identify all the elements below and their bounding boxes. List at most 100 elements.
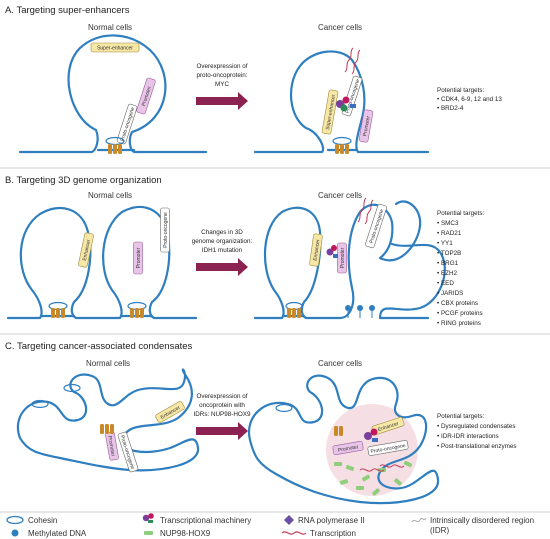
- section-a-arrow: Overexpression of proto-oncoprotein: MYC: [196, 63, 248, 110]
- cancer-super-enhancer-box: Super-enhancer: [321, 89, 339, 135]
- svg-text:• YY1: • YY1: [437, 240, 453, 247]
- section-a-cancer-label: Cancer cells: [318, 23, 362, 32]
- legend-cohesin: Cohesin: [6, 515, 57, 525]
- svg-text:oncoprotein with: oncoprotein with: [199, 402, 245, 409]
- svg-text:• Dysregulated condensates: • Dysregulated condensates: [437, 423, 516, 430]
- transcription-icon: [281, 531, 307, 535]
- svg-text:• PCGF proteins: • PCGF proteins: [437, 310, 483, 317]
- legend-idr: Intrinsically disordered region (IDR): [411, 516, 534, 535]
- section-a-targets: Potential targets: • CDK4, 6-9, 12 and 1…: [437, 87, 502, 112]
- section-c-cancer-chromatin: Enhancer Promoter Proto-oncogene: [247, 374, 440, 505]
- promoter-box: Promoter: [136, 77, 156, 115]
- svg-text:Promoter: Promoter: [136, 247, 142, 268]
- methylated-dna-marks: [345, 305, 375, 318]
- normal-promoter-box-c: Promoter: [105, 431, 119, 461]
- cancer-proto-oncogene-box-b: Proto-oncogene: [365, 203, 387, 249]
- svg-text:Transcription: Transcription: [310, 529, 356, 538]
- svg-text:Cohesin: Cohesin: [28, 516, 57, 525]
- cancer-promoter-box-c: Promoter: [332, 440, 364, 456]
- svg-text:MYC: MYC: [215, 81, 229, 88]
- normal-enhancer-box-c: Enhancer: [155, 401, 185, 423]
- svg-text:Promoter: Promoter: [106, 436, 116, 458]
- svg-text:• EZH2: • EZH2: [437, 270, 458, 277]
- nup98-hox9-proteins: [334, 460, 413, 496]
- section-c-targets: Potential targets: • Dysregulated conden…: [437, 413, 517, 450]
- svg-text:Potential targets:: Potential targets:: [437, 87, 485, 94]
- section-a-cancer-loop: Proto-oncogene Super-enhancer Promoter: [253, 47, 430, 154]
- svg-text:NUP98-HOX9: NUP98-HOX9: [160, 529, 211, 538]
- section-b-normal-label: Normal cells: [88, 191, 132, 200]
- svg-text:• Post-translational enzymes: • Post-translational enzymes: [437, 443, 517, 450]
- svg-text:• BRG1: • BRG1: [437, 260, 459, 267]
- svg-text:• IDR-IDR interactions: • IDR-IDR interactions: [437, 433, 499, 440]
- svg-text:IDH1 mutation: IDH1 mutation: [202, 247, 243, 254]
- section-b-arrow: Changes in 3D genome organization: IDH1 …: [192, 229, 253, 276]
- svg-text:• RING proteins: • RING proteins: [437, 320, 481, 327]
- svg-text:• BRD2-4: • BRD2-4: [437, 105, 464, 112]
- transcriptional-machinery-cluster: [336, 96, 356, 112]
- svg-text:Potential targets:: Potential targets:: [437, 210, 485, 217]
- section-b-title: B. Targeting 3D genome organization: [5, 175, 162, 186]
- legend: Cohesin Methylated DNA Transcriptional m…: [6, 513, 534, 538]
- svg-text:Proto-oncogene: Proto-oncogene: [163, 212, 169, 248]
- svg-text:• CBX proteins: • CBX proteins: [437, 300, 478, 307]
- svg-text:proto-oncoprotein:: proto-oncoprotein:: [196, 72, 247, 79]
- nup98-hox9-icon: [144, 531, 153, 535]
- proto-oncogene-box-b: Proto-oncogene: [160, 207, 170, 253]
- super-enhancer-box: [90, 42, 140, 53]
- svg-text:Enhancer: Enhancer: [313, 239, 322, 261]
- super-enhancer-label: Super-enhancer: [97, 46, 133, 52]
- section-b-cancer-loops: Enhancer Promoter Proto-oncogene: [253, 197, 446, 320]
- promoter-box-b: Promoter: [133, 241, 143, 275]
- section-c-title: C. Targeting cancer-associated condensat…: [5, 341, 193, 352]
- cohesin-ring-icon: [6, 515, 24, 525]
- svg-text:Intrinsically disordered regio: Intrinsically disordered region: [430, 516, 534, 525]
- section-c-normal-label: Normal cells: [86, 359, 130, 368]
- section-a-normal-label: Normal cells: [88, 23, 132, 32]
- svg-text:• EED: • EED: [437, 280, 454, 287]
- rna-polymerase-icon: [284, 515, 294, 525]
- svg-text:Potential targets:: Potential targets:: [437, 413, 485, 420]
- svg-text:Transcriptional machinery: Transcriptional machinery: [160, 516, 251, 525]
- legend-nup98-hox9: NUP98-HOX9: [144, 529, 211, 538]
- transcriptional-machinery-icon: [142, 513, 154, 523]
- cancer-promoter-box-b: Promoter: [337, 242, 347, 274]
- svg-text:RNA polymerase II: RNA polymerase II: [298, 516, 365, 525]
- svg-text:IDRs: NUP98-HOX9: IDRs: NUP98-HOX9: [193, 411, 251, 418]
- section-b-targets: Potential targets: • SMC3 • RAD21 • YY1 …: [437, 210, 485, 327]
- svg-text:Promoter: Promoter: [340, 247, 346, 268]
- section-b-cancer-label: Cancer cells: [318, 191, 362, 200]
- legend-transcriptional-machinery: Transcriptional machinery: [142, 513, 251, 525]
- cancer-enhancer-box-b: Enhancer: [309, 233, 323, 267]
- svg-text:Promoter: Promoter: [362, 115, 372, 137]
- section-a-normal-loop: Super-enhancer Promoter Proto-oncogene: [18, 34, 208, 154]
- enhancer-box: Enhancer: [78, 232, 94, 268]
- anchor-proteins: [108, 144, 122, 154]
- section-c-arrow: Overexpression of oncoprotein with IDRs:…: [193, 393, 251, 440]
- svg-text:• CDK4, 6-9, 12 and 13: • CDK4, 6-9, 12 and 13: [437, 96, 502, 103]
- section-a-title: A. Targeting super-enhancers: [5, 5, 130, 16]
- legend-rna-polymerase: RNA polymerase II: [284, 515, 365, 525]
- legend-methylated-dna: Methylated DNA: [11, 529, 87, 538]
- svg-text:Changes in 3D: Changes in 3D: [201, 229, 243, 236]
- svg-text:Overexpression of: Overexpression of: [196, 63, 247, 70]
- transcriptional-machinery-c: [364, 428, 378, 442]
- svg-text:Enhancer: Enhancer: [82, 239, 92, 262]
- transcriptional-machinery-b: [326, 245, 338, 258]
- cancer-promoter-box: Promoter: [358, 109, 374, 143]
- svg-text:• RAD21: • RAD21: [437, 230, 462, 237]
- svg-text:Methylated DNA: Methylated DNA: [28, 529, 87, 538]
- svg-text:• TOP2B: • TOP2B: [437, 250, 461, 257]
- svg-text:• JARIDS: • JARIDS: [437, 290, 463, 297]
- idr-icon: [411, 517, 427, 523]
- svg-text:(IDR): (IDR): [430, 526, 449, 535]
- svg-text:Promoter: Promoter: [338, 444, 360, 454]
- section-c-normal-chromatin: Enhancer Promoter Proto-oncogene: [16, 368, 200, 473]
- svg-text:• SMC3: • SMC3: [437, 220, 459, 227]
- section-b-normal-loops: Enhancer Promoter Proto-oncogene: [6, 206, 198, 320]
- methylated-dna-icon: [11, 529, 19, 537]
- svg-text:Overexpression of: Overexpression of: [196, 393, 247, 400]
- svg-text:genome organization:: genome organization:: [192, 238, 253, 245]
- section-c-cancer-label: Cancer cells: [318, 359, 362, 368]
